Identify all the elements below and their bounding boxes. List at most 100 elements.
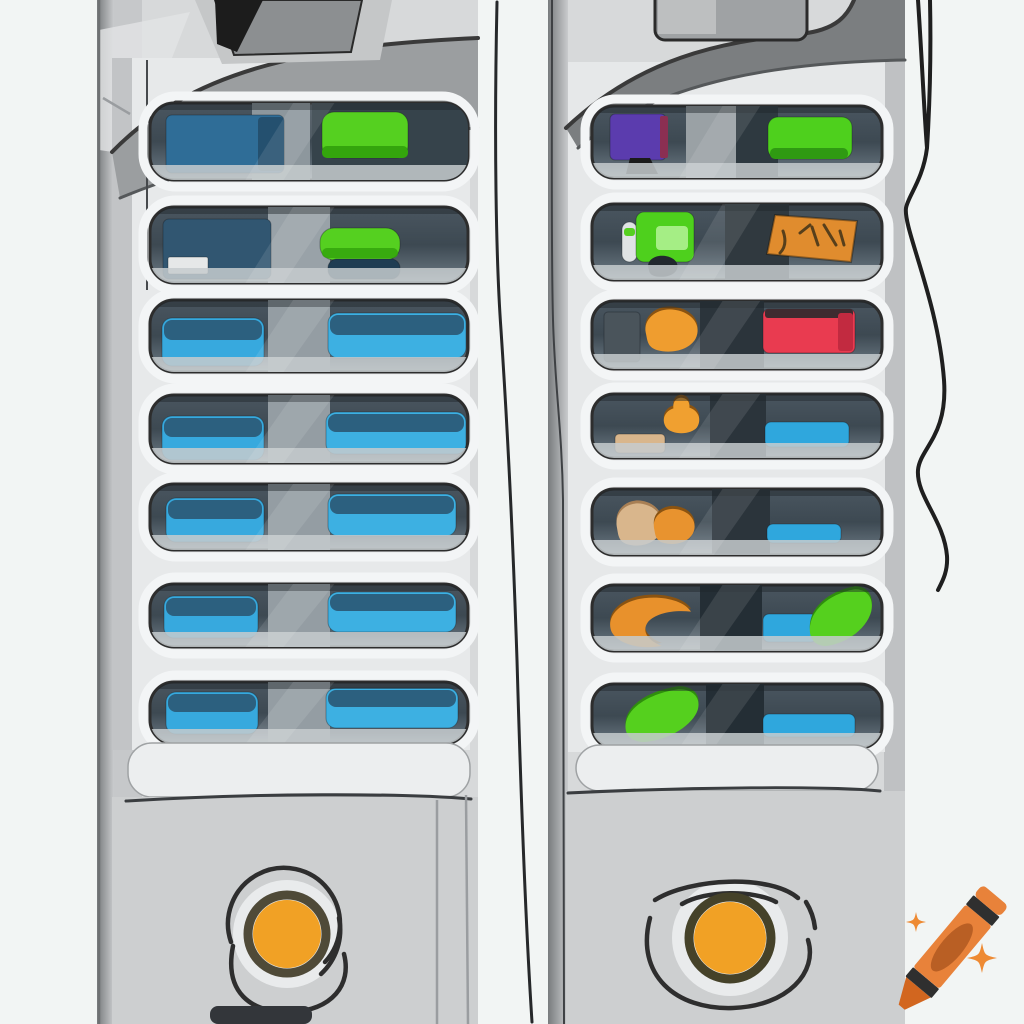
orange-croissant <box>645 309 698 352</box>
shelf-inner-shadow <box>592 204 882 211</box>
shelf-row <box>580 672 894 760</box>
glass-streak <box>245 682 335 744</box>
blue-package-detail <box>330 496 454 514</box>
shelf-reflection <box>150 632 468 647</box>
shelf-row <box>138 472 480 562</box>
shelf-rim <box>138 383 480 475</box>
glass-streak <box>245 395 335 463</box>
shelf-inner-shadow <box>150 300 468 307</box>
shelf-row <box>138 572 480 659</box>
dispense-button <box>644 879 818 1011</box>
shelf-rim <box>138 572 480 659</box>
shelf-inner-shadow <box>592 684 882 691</box>
red-package-detail <box>765 309 853 318</box>
shelf-row <box>138 670 480 756</box>
shelf-reflection <box>592 163 882 178</box>
glass-streak <box>245 103 335 180</box>
shelf-inner-shadow <box>150 484 468 491</box>
header-band <box>566 0 905 148</box>
glass-streak <box>245 207 335 283</box>
button-sketch-ring <box>803 899 818 931</box>
shelf-rim <box>138 288 480 384</box>
white-capsule-detail <box>624 228 635 236</box>
sketch-line <box>464 794 470 1024</box>
sparkle-icon <box>906 912 926 932</box>
glass-streak <box>679 204 761 280</box>
cabinet-seam <box>566 786 882 795</box>
base-panel <box>575 744 879 792</box>
shelf-row <box>580 192 894 292</box>
shelf-rim <box>580 289 894 381</box>
button-light <box>694 902 766 974</box>
glass-streak <box>679 394 761 458</box>
shelf-reflection <box>150 448 468 463</box>
divider-line <box>494 0 534 1024</box>
front-panel <box>112 58 132 750</box>
blue-package-detail <box>330 594 454 611</box>
button-sketch-ring <box>652 879 801 903</box>
purple-box <box>609 113 667 161</box>
blue-package-detail <box>164 320 262 340</box>
button-ring <box>684 892 776 984</box>
sparkle-icon <box>967 943 997 973</box>
glass-streak <box>245 484 335 550</box>
orange-snack <box>653 508 695 544</box>
shelf-reflection <box>150 165 468 180</box>
shelf-inner-shadow <box>592 301 882 308</box>
base-panel <box>127 742 471 798</box>
shelf-reflection <box>592 540 882 555</box>
shelf-inner-shadow <box>592 106 882 113</box>
glass-streak <box>245 300 335 372</box>
dispense-button <box>225 865 348 1015</box>
blue-package-detail <box>164 418 262 437</box>
shelf-rim <box>580 382 894 470</box>
shelf-row <box>580 477 894 567</box>
blue-package-detail <box>258 117 284 171</box>
shelf-rim <box>580 192 894 292</box>
dispense-tray <box>210 1006 312 1024</box>
shelf-reflection <box>592 636 882 651</box>
shelf-inner-shadow <box>592 585 882 592</box>
button-sketch-ring <box>644 915 812 1011</box>
blue-package-detail <box>328 690 456 707</box>
glass-streak <box>679 585 761 651</box>
crayon-icon <box>898 886 1007 1010</box>
shelf-rim <box>580 477 894 567</box>
shelf-reflection <box>592 265 882 280</box>
shelf-inner-shadow <box>150 584 468 591</box>
machine-outline <box>550 0 565 1024</box>
green-package-detail <box>322 248 398 258</box>
glass-streak <box>679 301 761 369</box>
shelf-row <box>580 573 894 663</box>
orange-ticket <box>765 213 859 264</box>
blue-package-detail <box>166 598 256 616</box>
shelf-inner-shadow <box>150 395 468 402</box>
shelf-reflection <box>592 354 882 369</box>
machine-edge <box>97 0 114 1024</box>
glass-streak <box>245 584 335 647</box>
shelf-row <box>580 94 894 190</box>
shelf-row <box>138 91 480 192</box>
crayon-logo <box>898 886 1007 1010</box>
glass-streak <box>679 489 761 555</box>
shelf-inner-shadow <box>150 207 468 214</box>
red-package-detail <box>838 313 853 351</box>
cabinet-seam <box>124 793 473 803</box>
green-truck-detail <box>656 226 688 250</box>
shelf-row <box>138 195 480 295</box>
screen-shadow <box>215 0 263 52</box>
purple-box-detail <box>660 116 668 158</box>
shelf-row <box>138 288 480 384</box>
shelf-rim <box>580 573 894 663</box>
shelf-row <box>138 383 480 475</box>
shelf-rim <box>138 91 480 192</box>
shelf-rim <box>580 94 894 190</box>
vending-machine-left <box>97 0 480 1024</box>
button-ring <box>243 890 331 978</box>
green-package-detail <box>770 148 848 159</box>
blue-package-detail <box>168 694 256 712</box>
screen-highlight <box>658 0 716 34</box>
button-sketch-ring <box>318 915 343 977</box>
